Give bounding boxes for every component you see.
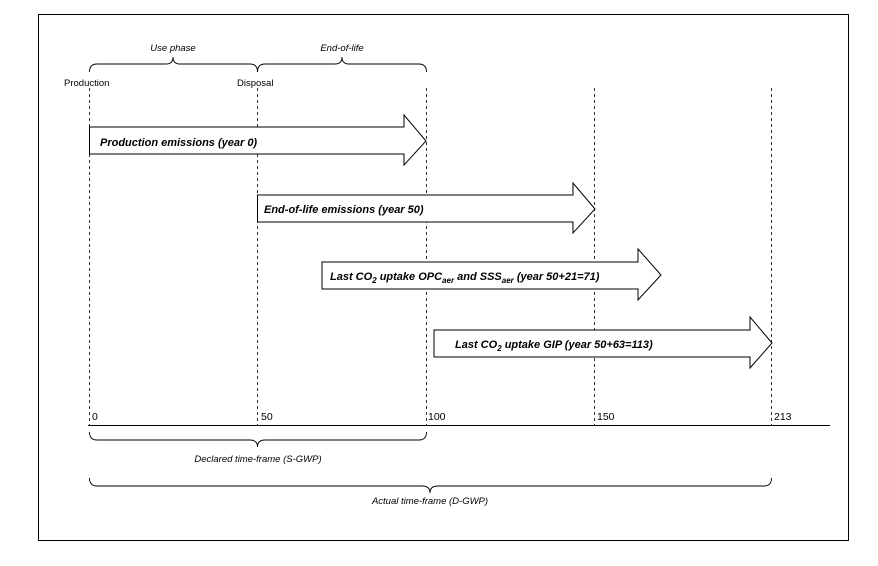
actual-timeframe-label: Actual time-frame (D-GWP) — [371, 496, 488, 507]
diagram-frame — [38, 14, 849, 541]
gip-uptake-label: Last CO2 uptake GIP (year 50+63=113) — [455, 339, 653, 353]
end-of-life-brace — [257, 56, 427, 73]
tick-label-100: 100 — [428, 411, 446, 423]
production-emissions-label: Production emissions (year 0) — [100, 137, 257, 149]
declared-timeframe-brace — [89, 431, 427, 448]
tick-label-50: 50 — [261, 411, 273, 423]
opc-uptake-arrow — [321, 247, 662, 302]
gip-uptake-arrow — [433, 315, 773, 370]
production-emissions-arrow — [89, 113, 427, 167]
use-phase-brace — [89, 56, 258, 73]
production-label: Production — [64, 78, 109, 89]
actual-timeframe-brace — [89, 477, 772, 494]
end-of-life-emissions-label: End-of-life emissions (year 50) — [264, 204, 424, 216]
tick-label-0: 0 — [92, 411, 98, 423]
tick-label-150: 150 — [597, 411, 615, 423]
disposal-label: Disposal — [237, 78, 273, 89]
end-of-life-label: End-of-life — [320, 43, 363, 54]
use-phase-label: Use phase — [150, 43, 195, 54]
opc-uptake-label: Last CO2 uptake OPCaer and SSSaer (year … — [330, 271, 600, 285]
declared-timeframe-label: Declared time-frame (S-GWP) — [194, 454, 321, 465]
tick-label-213: 213 — [774, 411, 792, 423]
end-of-life-emissions-arrow — [257, 181, 596, 235]
